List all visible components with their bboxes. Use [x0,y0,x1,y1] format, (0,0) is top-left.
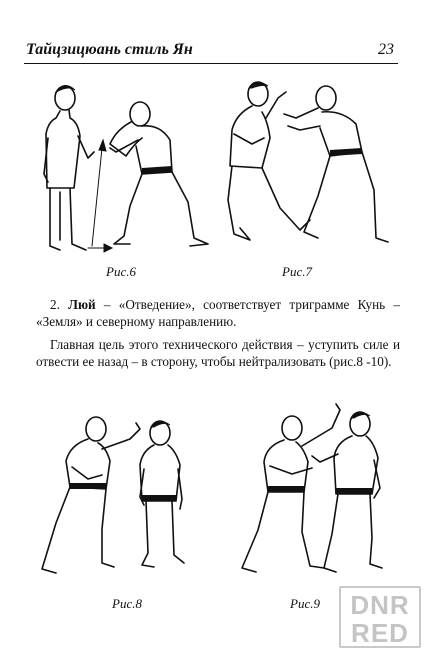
paragraph-1: 2. Люй – «Отведение», соответствует триг… [36,297,400,330]
figure-6-defender [43,85,114,253]
figure-6-attacker [109,101,209,247]
figure-8-caption: Рис.8 [112,596,142,611]
figure-6-illustration [30,78,220,258]
running-head-title: Тайцзицюань стиль Ян [26,41,193,58]
figure-7-caption: Рис.7 [282,264,312,279]
figure-9-caption: Рис.9 [290,596,320,611]
watermark-line-2: RED [351,618,409,648]
figure-7-defender [227,81,311,241]
figure-9-illustration [232,398,402,583]
figure-8-defender [139,420,185,568]
paragraph-1-number: 2. [50,297,60,312]
figure-6-caption: Рис.6 [106,264,136,279]
watermark-logo: DNR RED [339,586,421,648]
running-head: Тайцзицюань стиль Ян 23 [24,41,398,64]
technique-term: Люй [68,297,96,312]
figure-9-defender [311,411,383,573]
paragraph-2: Главная цель этого технического действия… [36,337,400,369]
page-number: 23 [378,41,394,58]
watermark-line-1: DNR [350,590,410,620]
paragraph-1-body: – «Отведение», соответствует триграмме К… [36,297,400,329]
figure-8-attacker [41,416,141,574]
figure-9-attacker [241,403,341,573]
figure-7-attacker [283,85,389,243]
figure-7-illustration [222,78,412,258]
figure-8-illustration [36,405,206,585]
